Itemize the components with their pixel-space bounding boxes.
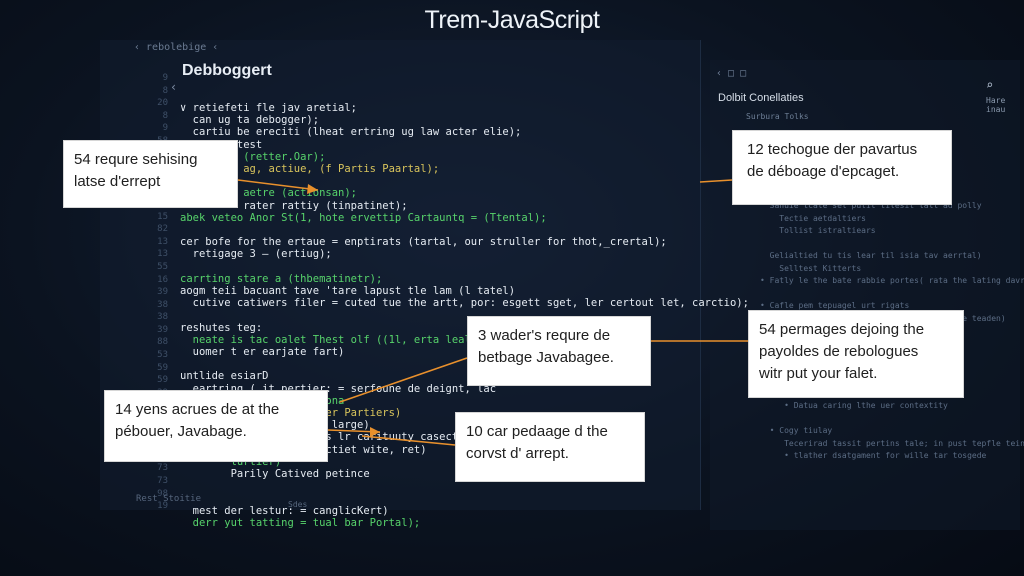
breadcrumb[interactable]: ‹ rebolebige ‹ <box>134 42 219 53</box>
callout-text-line: payoldes de rebologues <box>759 343 919 360</box>
callout-box: 54 permages dejoing the payoldes de rebol… <box>748 310 964 398</box>
arrowhead-c1 <box>307 184 318 194</box>
line-number: 19 <box>157 501 168 512</box>
callout-text-line: corvst d' arrept. <box>466 445 569 462</box>
line-number: 38 <box>157 312 168 323</box>
search-icon[interactable]: ⌕ <box>986 78 994 92</box>
sidebar-toolbar-icons[interactable]: ‹ □ □ <box>716 68 747 79</box>
sidebar-list-item: Tollist istraltiears <box>760 226 876 235</box>
line-number: 20 <box>157 98 168 109</box>
line-number: 53 <box>157 350 168 361</box>
sidebar-list-item: • Datua caring lthe uer contextity <box>760 401 948 410</box>
line-number: 8 <box>162 85 168 96</box>
callout-text-line: 14 yens acrues de at the <box>115 401 280 418</box>
status-bar-left: Rest Stoitie <box>136 494 202 504</box>
sidebar-list-item: Sanuie tcale sel pulit tilesit lall ad p… <box>760 201 982 210</box>
code-line[interactable]: Parily Catived petince <box>180 468 370 481</box>
arrow-c1 <box>237 179 319 191</box>
sidebar-list-item: • Cogy tiulay <box>760 426 833 435</box>
arrow-c3 <box>339 357 468 403</box>
sidebar-list-item: • Cafle pem tepuagel urt rigats <box>760 301 910 310</box>
code-line[interactable]: aetre (actionsan); <box>180 187 358 200</box>
arrow-c2 <box>699 179 733 183</box>
arrowhead-c5 <box>370 427 380 437</box>
callout-text-line: betbage Javabagee. <box>478 349 614 366</box>
code-line[interactable]: retigage 3 – (ertiug); <box>180 248 332 261</box>
back-chevron-icon[interactable]: ‹ <box>170 80 178 94</box>
callout-text-line: 54 permages dejoing the <box>759 321 925 338</box>
callout-text-line: 3 wader's requre de <box>478 327 611 344</box>
callout-text-line: 10 car pedaage d the <box>466 423 608 440</box>
line-number: 82 <box>157 224 168 235</box>
line-number: 16 <box>157 274 168 285</box>
line-number: 9 <box>162 123 168 134</box>
callout-text-line: witr put your falet. <box>759 365 878 382</box>
line-number: 8 <box>162 110 168 121</box>
callout-box: 3 wader's requre de betbage Javabagee. <box>467 316 651 386</box>
callout-text-line: 54 requre sehising <box>74 151 198 168</box>
line-number: 73 <box>157 463 168 474</box>
code-line[interactable]: aogm teii bacuant tave 'tare lapust tle … <box>180 285 516 298</box>
code-line[interactable]: cer bofe for the ertaue = enptirats (tar… <box>180 236 667 249</box>
callout-box: 54 requre sehising latse d'errept <box>63 140 238 208</box>
panel-title: Debboggert <box>182 62 272 79</box>
callout-box: 10 car pedaage d the corvst d' arrept. <box>455 412 645 482</box>
line-number: 73 <box>157 476 168 486</box>
code-line[interactable]: ∨ retiefeti fle jav aretial; <box>180 102 358 114</box>
callout-box: 14 yens acrues de at the pébouer, Javabag… <box>104 390 328 462</box>
sidebar-list-item: Gelialtied tu tis lear til isia tav aerr… <box>760 251 982 260</box>
sidebar-right-label: Hare inau <box>986 96 1006 114</box>
code-line[interactable]: rater rattiy (tinpatinet); <box>180 199 408 212</box>
code-line[interactable]: (retter.Oar); <box>180 150 326 163</box>
line-number: 15 <box>157 211 168 222</box>
sidebar-list-item: Selltest Kitterts <box>760 263 862 273</box>
callout-text-line: pébouer, Javabage. <box>115 423 247 440</box>
line-number: 98 <box>157 488 168 499</box>
code-line[interactable]: mest der lestur: = canglicKert) <box>180 504 389 517</box>
code-line[interactable]: reshutes teg: <box>180 321 263 334</box>
window-title: Trem-JavaScript <box>424 6 600 34</box>
status-bar-mid: Sdes <box>288 500 308 509</box>
line-number: 13 <box>157 249 168 260</box>
callout-box: 12 techogue der pavartus de déboage d'epc… <box>732 130 952 205</box>
line-number: 59 <box>157 375 168 386</box>
arrow-c6 <box>361 435 456 446</box>
sidebar-list-item: • tlather dsatgament for wille tar tosge… <box>760 451 987 460</box>
sidebar-title: Dolbit Conellaties <box>718 92 804 104</box>
code-line[interactable]: ag, actiue, (f Partis Paartal); <box>180 163 440 176</box>
code-line[interactable]: cartiu be ereciti (lheat ertring ug law … <box>180 126 522 139</box>
sidebar-list-item: Tectie aetdaltiers <box>760 213 866 223</box>
line-number: 59 <box>157 362 168 373</box>
line-number: 55 <box>157 261 168 272</box>
line-number: 88 <box>157 337 168 348</box>
line-number: 39 <box>157 324 168 335</box>
callout-text-line: de déboage d'epcaget. <box>747 163 900 180</box>
code-line[interactable]: carrting stare a (thbematinetr); <box>180 272 383 285</box>
callout-text-line: latse d'errept <box>74 173 161 190</box>
sidebar-subtitle: Surbura Tolks <box>746 112 809 121</box>
line-number: 39 <box>157 287 168 298</box>
code-line[interactable]: can ug ta debogger); <box>180 114 320 127</box>
callout-text-line: 12 techogue der pavartus <box>747 141 918 158</box>
code-line[interactable]: derr yut tatting = tual bar Portal); <box>180 516 421 529</box>
code-line[interactable]: uomer t er earjate fart) <box>180 346 345 359</box>
line-number: 13 <box>157 236 168 247</box>
line-number: 38 <box>157 299 168 310</box>
code-line[interactable]: untlide esiarD <box>180 370 269 383</box>
code-line[interactable]: abek veteo Anor St(1, hote ervettip Cart… <box>180 211 547 224</box>
line-number: 9 <box>162 73 168 83</box>
